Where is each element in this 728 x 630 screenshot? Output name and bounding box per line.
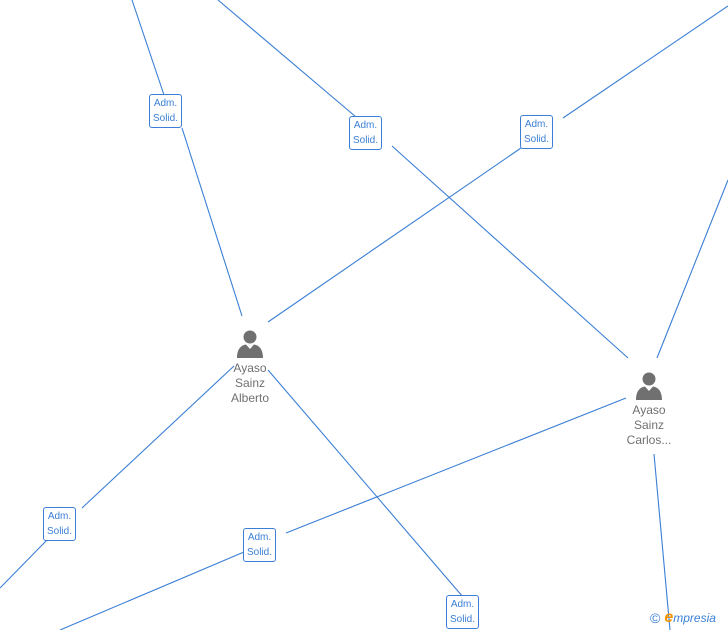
edge: [181, 127, 243, 317]
role-label-line1: Adm.: [524, 119, 549, 130]
role-box[interactable]: Adm. Solid.: [243, 528, 277, 562]
person-node-carlos[interactable]: Ayaso Sainz Carlos...: [604, 370, 694, 448]
role-box[interactable]: Adm. Solid.: [446, 595, 480, 629]
role-label-line1: Adm.: [247, 532, 272, 543]
role-label-line1: Adm.: [47, 511, 72, 522]
edge: [267, 147, 522, 323]
edge: [217, 0, 357, 118]
person-name-line2: Sainz: [633, 418, 665, 432]
edge: [285, 397, 627, 534]
role-label-line2: Solid.: [47, 526, 73, 537]
person-name: Ayaso Sainz Alberto: [205, 361, 295, 406]
person-name-line3: Alberto: [230, 391, 270, 405]
edge: [267, 369, 464, 598]
role-label-line1: Adm.: [353, 120, 378, 131]
role-label-line1: Adm.: [450, 599, 475, 610]
role-label-line2: Solid.: [247, 547, 273, 558]
edge: [131, 0, 165, 96]
person-node-alberto[interactable]: Ayaso Sainz Alberto: [205, 328, 295, 406]
edge: [59, 551, 245, 630]
role-label-line2: Solid.: [353, 135, 379, 146]
role-label-line2: Solid.: [153, 113, 179, 124]
copyright-icon: ©: [650, 610, 661, 626]
edge: [81, 365, 235, 509]
person-name-line1: Ayaso: [233, 361, 267, 375]
role-box[interactable]: Adm. Solid.: [149, 94, 183, 128]
edge: [562, 5, 728, 119]
edge: [391, 145, 629, 359]
role-box[interactable]: Adm. Solid.: [349, 116, 383, 150]
person-name: Ayaso Sainz Carlos...: [604, 403, 694, 448]
role-label-line1: Adm.: [153, 98, 178, 109]
person-name-line1: Ayaso: [632, 403, 666, 417]
person-icon: [636, 372, 662, 400]
brand-logo-text: mpresia: [673, 611, 716, 625]
role-label-line2: Solid.: [524, 134, 550, 145]
edge: [656, 179, 728, 359]
role-label-line2: Solid.: [450, 614, 476, 625]
brand-logo: empresia: [664, 609, 716, 627]
brand-logo-letter: e: [664, 609, 674, 626]
person-name-line3: Carlos...: [626, 433, 672, 447]
edge: [653, 453, 671, 630]
edge: [0, 539, 48, 589]
role-box[interactable]: Adm. Solid.: [520, 115, 554, 149]
person-icon: [237, 330, 263, 358]
person-name-line2: Sainz: [234, 376, 266, 390]
role-box[interactable]: Adm. Solid.: [43, 507, 77, 541]
brand-watermark: © empresia: [650, 609, 716, 627]
